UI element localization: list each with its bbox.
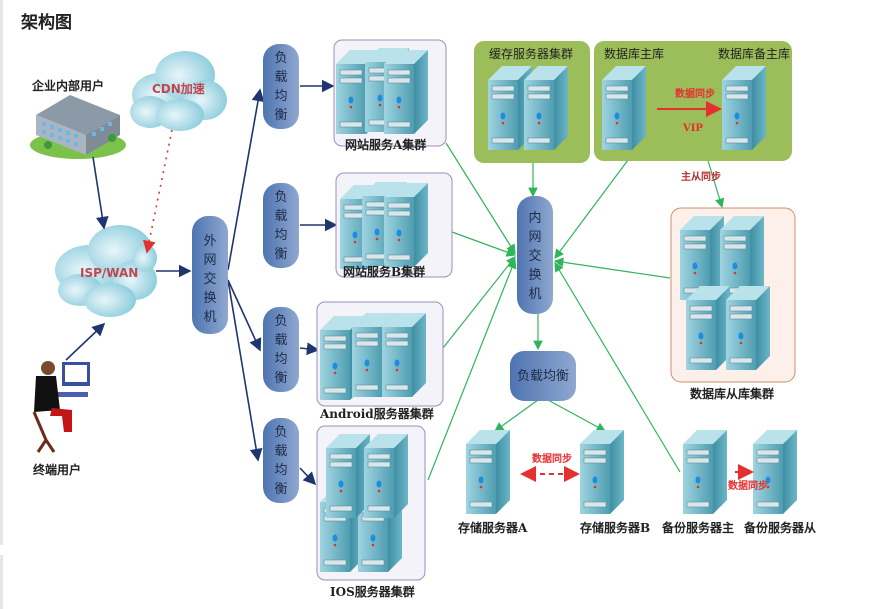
storage-server-a: 存储服务器A	[457, 429, 528, 535]
master-slave-sync-label: 主从同步	[681, 170, 721, 183]
db-slaves-label: 数据库从库集群	[690, 386, 774, 401]
storage-b-label: 存储服务器B	[579, 520, 650, 535]
db-master-label: 数据库主库	[604, 46, 664, 61]
lb3-to-android-arrow	[299, 342, 320, 356]
load-balancer-label: 负载均衡	[274, 190, 287, 262]
storage-sync-label: 数据同步	[532, 452, 572, 465]
switch-to-lb4-arrow	[227, 279, 263, 462]
page-left-border	[0, 0, 3, 545]
web-a-cluster: 网站服务A集群	[333, 39, 447, 152]
ios-cluster: IOS服务器集群	[316, 425, 426, 599]
storage-load-balancer: 负载均衡	[510, 351, 576, 401]
load-balancer-1: 负载均衡	[263, 44, 299, 129]
storage-server-b: 存储服务器B	[579, 429, 650, 535]
isp-wan-cloud: ISP/WAN	[55, 225, 157, 317]
end-user-icon	[32, 361, 90, 453]
storage-a-label: 存储服务器A	[457, 520, 528, 535]
cdn-to-isp-dotted-arrow	[142, 129, 173, 254]
web-b-label: 网站服务B集群	[343, 264, 425, 279]
android-cluster: Android服务器集群	[316, 301, 444, 421]
enterprise-users-label: 企业内部用户	[31, 78, 104, 93]
backup-server-slave: 备份服务器从	[743, 429, 816, 535]
ios-label: IOS服务器集群	[330, 584, 415, 599]
page-left-border	[0, 555, 3, 609]
load-balancer-label: 负载均衡	[274, 314, 287, 386]
cdn-cloud: CDN加速	[130, 51, 227, 131]
external-switch-label: 外网交换机	[203, 234, 216, 325]
enterprise-building-icon	[30, 95, 126, 159]
internal-switch-label: 内网交换机	[528, 210, 541, 302]
load-balancer-3: 负载均衡	[263, 307, 299, 392]
web-b-cluster: 网站服务B集群	[335, 172, 453, 279]
cache-cluster: 缓存服务器集群	[474, 41, 590, 163]
external-switch: 外网交换机	[192, 216, 228, 334]
load-balancer-label: 负载均衡	[274, 425, 287, 497]
db-master-group: 数据库主库 数据库备主库 数据同步 VIP	[594, 41, 792, 161]
page-title: 架构图	[21, 13, 72, 33]
external-connectors	[65, 79, 338, 486]
switch-to-lb1-arrow	[227, 88, 265, 271]
end-users-label: 终端用户	[33, 462, 81, 477]
cdn-label: CDN加速	[152, 81, 205, 96]
backup-slave-label: 备份服务器从	[743, 520, 816, 535]
db-sync-label: 数据同步	[675, 87, 715, 100]
storage-lb-label: 负载均衡	[517, 369, 569, 384]
vip-label: VIP	[682, 123, 703, 134]
cache-label: 缓存服务器集群	[489, 46, 573, 61]
isp-wan-label: ISP/WAN	[80, 266, 138, 280]
load-balancer-2: 负载均衡	[263, 183, 299, 268]
enterprise-to-isp-arrow	[92, 156, 109, 230]
enduser-to-isp-arrow	[65, 322, 106, 361]
internal-switch: 内网交换机	[517, 196, 553, 314]
db-backup-master-label: 数据库备主库	[718, 46, 790, 61]
backup-sync-label: 数据同步	[728, 479, 768, 492]
internal-connectors	[427, 133, 725, 481]
lb4-to-ios-arrow	[299, 467, 317, 486]
load-balancer-label: 负载均衡	[274, 51, 287, 123]
backup-master-label: 备份服务器主	[661, 520, 734, 535]
android-label: Android服务器集群	[319, 406, 434, 421]
load-balancer-4: 负载均衡	[263, 418, 299, 503]
backup-server-master: 备份服务器主	[661, 429, 734, 535]
switch-to-lb3-arrow	[227, 279, 262, 352]
web-a-label: 网站服务A集群	[345, 137, 426, 152]
db-slave-cluster: 数据库从库集群	[670, 207, 796, 401]
